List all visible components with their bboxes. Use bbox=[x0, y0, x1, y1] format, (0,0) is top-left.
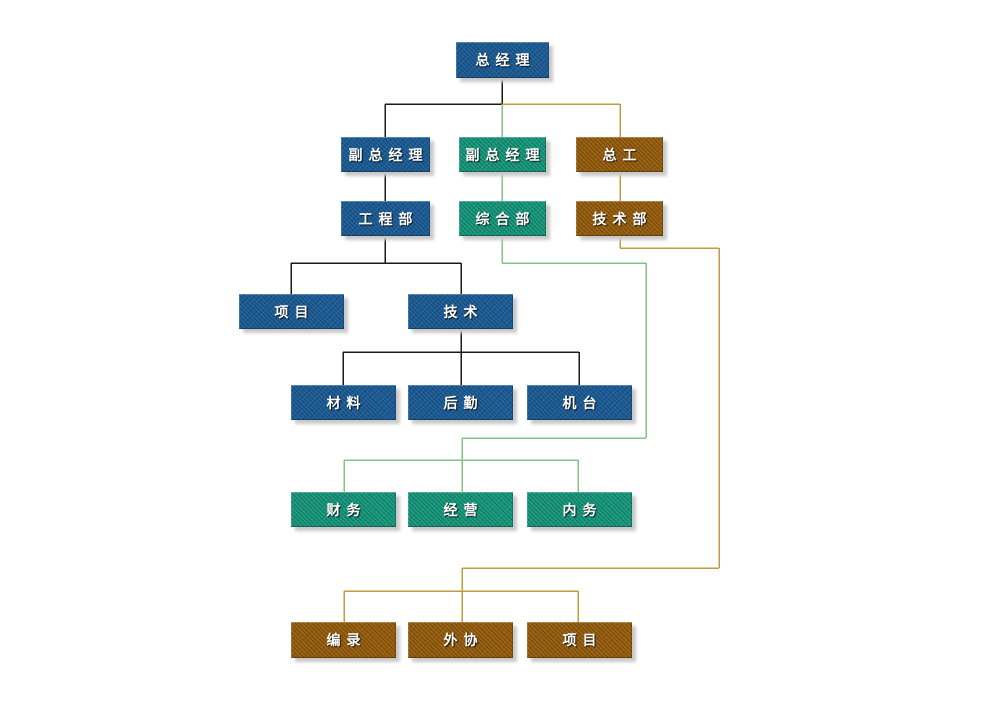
org-node-label: 项目 bbox=[562, 633, 603, 649]
org-node-label: 副总经理 bbox=[348, 147, 429, 164]
org-node-label: 经营 bbox=[443, 502, 484, 519]
org-node-label: 综合部 bbox=[475, 211, 536, 228]
org-node-project-1: 项目 bbox=[239, 294, 344, 329]
connectors-gold bbox=[343, 103, 720, 622]
org-node-label: 后勤 bbox=[443, 395, 484, 412]
org-node-logistics: 后勤 bbox=[408, 385, 513, 420]
connectors-black bbox=[290, 78, 580, 385]
org-node-recording: 编录 bbox=[291, 622, 396, 658]
org-node-label: 技术部 bbox=[592, 211, 653, 228]
org-node-internal-affairs: 内务 bbox=[527, 492, 632, 527]
org-node-label: 项目 bbox=[274, 304, 315, 321]
org-node-label: 编录 bbox=[326, 633, 367, 649]
org-node-label: 内务 bbox=[562, 502, 603, 519]
org-node-label: 机台 bbox=[562, 395, 603, 412]
org-node-label: 技术 bbox=[443, 304, 484, 321]
org-node-engineering-dept: 工程部 bbox=[341, 201, 430, 236]
org-node-operations: 经营 bbox=[408, 492, 513, 527]
org-node-deputy-gm-1: 副总经理 bbox=[341, 137, 430, 172]
connectors-green bbox=[343, 104, 647, 492]
org-node-external-cooperation: 外协 bbox=[408, 622, 513, 658]
org-node-label: 副总经理 bbox=[465, 147, 546, 164]
org-node-label: 财务 bbox=[326, 502, 367, 519]
org-node-technology-dept: 技术部 bbox=[576, 201, 663, 236]
org-node-label: 工程部 bbox=[358, 211, 419, 228]
org-node-chief-engineer: 总工 bbox=[576, 137, 663, 172]
org-node-label: 材料 bbox=[326, 395, 367, 412]
org-node-materials: 材料 bbox=[291, 385, 396, 420]
org-node-label: 总经理 bbox=[475, 53, 536, 69]
org-node-project-2: 项目 bbox=[527, 622, 632, 658]
org-node-general-manager: 总经理 bbox=[456, 42, 549, 78]
org-node-technology: 技术 bbox=[408, 294, 513, 329]
org-node-deputy-gm-2: 副总经理 bbox=[459, 137, 546, 172]
org-node-finance: 财务 bbox=[291, 492, 396, 527]
org-node-label: 总工 bbox=[602, 147, 643, 164]
org-node-label: 外协 bbox=[443, 633, 484, 649]
org-node-general-affairs-dept: 综合部 bbox=[459, 201, 546, 236]
org-node-machines: 机台 bbox=[527, 385, 632, 420]
